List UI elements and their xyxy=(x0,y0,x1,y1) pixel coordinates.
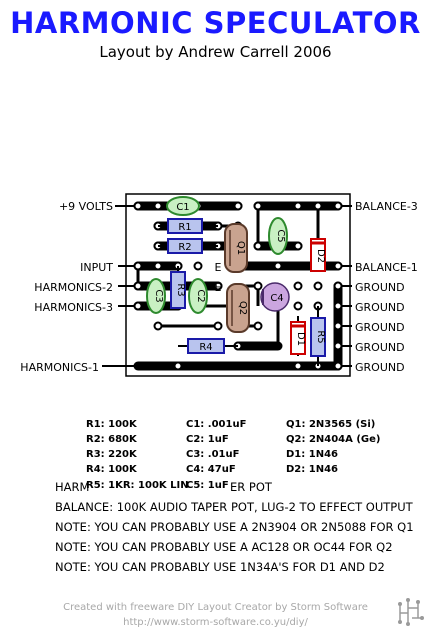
diode-d2: D2 xyxy=(310,236,326,272)
part-r2: R2: 680K xyxy=(86,434,137,445)
stripboard-diagram: R1 R2 R3 R4 R5 C1 C2 C3 C5 C4 xyxy=(102,193,352,377)
part-q2: Q2: 2N404A (Ge) xyxy=(286,434,381,445)
note-q2: NOTE: YOU CAN PROBABLY USE A AC128 OR OC… xyxy=(55,540,393,554)
capacitor-c2: C2 xyxy=(188,278,208,314)
diy-logo-icon xyxy=(398,598,424,626)
part-c4: C4: 47uF xyxy=(186,464,236,475)
c2-label: C2 xyxy=(195,289,206,302)
part-r3: R3: 220K xyxy=(86,449,137,460)
r4-label: R4 xyxy=(199,342,212,353)
part-r1: R1: 100K xyxy=(86,419,137,430)
resistor-r3: R3 xyxy=(170,266,186,309)
c3-label: C3 xyxy=(153,289,164,302)
electrolytic-capacitor-c4: C4 xyxy=(260,282,290,312)
label-plus-9-volts: +9 VOLTS xyxy=(58,200,113,213)
part-d2: D2: 1N46 xyxy=(286,464,338,475)
label-ground-2: GROUND xyxy=(355,301,405,314)
capacitor-c1: C1 xyxy=(166,196,200,216)
label-ground-3: GROUND xyxy=(355,321,405,334)
c1-label: C1 xyxy=(176,202,189,213)
label-ground-1: GROUND xyxy=(355,281,405,294)
part-c3: C3: .01uF xyxy=(186,449,240,460)
d1-label: D1 xyxy=(295,332,306,346)
part-c1: C1: .001uF xyxy=(186,419,247,430)
overlap-pot: ER POT xyxy=(230,480,272,494)
capacitor-c5: C5 xyxy=(268,217,288,255)
part-c2: C2: 1uF xyxy=(186,434,229,445)
label-balance-1: BALANCE-1 xyxy=(355,261,418,274)
label-ground-4: GROUND xyxy=(355,341,405,354)
r1-label: R1 xyxy=(178,222,191,233)
part-r5-pot: R5: 1KR: 100K LIN xyxy=(86,480,189,491)
transistor-q1: Q1 xyxy=(224,223,248,273)
diode-d1: D1 xyxy=(290,316,306,356)
footer-credit: Created with freeware DIY Layout Creator… xyxy=(63,602,368,613)
r5-label: R5 xyxy=(315,330,326,343)
capacitor-c3: C3 xyxy=(146,278,166,314)
label-input: INPUT xyxy=(80,261,113,274)
r3-label: R3 xyxy=(175,283,186,296)
resistor-r2: R2 xyxy=(158,238,218,254)
transistor-q2: Q2 xyxy=(226,283,250,333)
note-diodes: NOTE: YOU CAN PROBABLY USE 1N34A'S FOR D… xyxy=(55,560,385,574)
page-title: HARMONIC SPECULATOR xyxy=(10,6,421,40)
resistor-r5: R5 xyxy=(310,306,326,366)
label-harmonics-1: HARMONICS-1 xyxy=(20,361,99,374)
q1-label: Q1 xyxy=(235,241,246,255)
overlap-harm: HARM xyxy=(55,480,90,494)
note-balance: BALANCE: 100K AUDIO TAPER POT, LUG-2 TO … xyxy=(55,500,413,514)
c4-label: C4 xyxy=(270,293,283,304)
footer-url[interactable]: http://www.storm-software.co.yu/diy/ xyxy=(123,617,308,628)
q2-label: Q2 xyxy=(237,301,248,315)
part-d1: D1: 1N46 xyxy=(286,449,338,460)
emitter-marker-q2: E xyxy=(215,281,222,294)
part-q1: Q1: 2N3565 (Si) xyxy=(286,419,376,430)
emitter-marker-q1: E xyxy=(215,261,222,274)
page-subtitle: Layout by Andrew Carrell 2006 xyxy=(99,43,332,61)
label-ground-5: GROUND xyxy=(355,361,405,374)
label-harmonics-3: HARMONICS-3 xyxy=(34,301,113,314)
resistor-r4: R4 xyxy=(178,338,238,354)
d2-label: D2 xyxy=(315,249,326,263)
label-balance-3: BALANCE-3 xyxy=(355,200,418,213)
note-q1: NOTE: YOU CAN PROBABLY USE A 2N3904 OR 2… xyxy=(55,520,414,534)
r2-label: R2 xyxy=(178,242,191,253)
resistor-r1: R1 xyxy=(158,218,218,234)
label-harmonics-2: HARMONICS-2 xyxy=(34,281,113,294)
part-c5: C5: 1uF xyxy=(186,480,229,491)
part-r4: R4: 100K xyxy=(86,464,137,475)
c5-label: C5 xyxy=(275,229,286,242)
